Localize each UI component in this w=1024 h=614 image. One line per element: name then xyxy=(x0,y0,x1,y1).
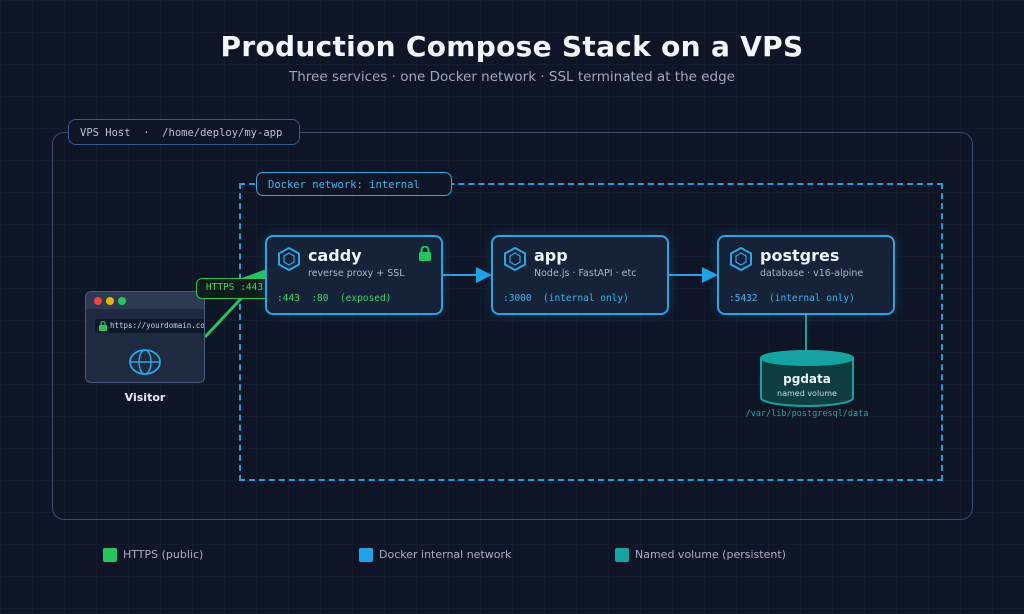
hexagon-icon xyxy=(504,247,526,271)
close-dot-icon xyxy=(94,297,102,305)
browser-title-bar xyxy=(86,292,204,309)
service-card-app: app Node.js · FastAPI · etc :3000 (inter… xyxy=(491,235,669,315)
volume-mount-path: /var/lib/postgresql/data xyxy=(745,409,869,419)
visitor-browser-window: https://yourdomain.com xyxy=(85,291,205,383)
docker-network-container xyxy=(239,183,943,481)
volume-subtitle: named volume xyxy=(777,389,837,398)
legend-swatch-https xyxy=(103,548,117,562)
service-card-caddy: caddy reverse proxy + SSL :443 :80 (expo… xyxy=(265,235,443,315)
browser-url: https://yourdomain.com xyxy=(110,321,205,330)
service-description: database · v16-alpine xyxy=(760,268,864,279)
service-name: postgres xyxy=(760,246,840,265)
legend-label-https: HTTPS (public) xyxy=(123,548,204,561)
database-cylinder-icon xyxy=(760,350,854,407)
page-title: Production Compose Stack on a VPS xyxy=(220,30,804,63)
service-ports: :3000 (internal only) xyxy=(503,293,629,304)
vps-host-container xyxy=(52,132,973,520)
service-name: app xyxy=(534,246,568,265)
service-ports: :443 :80 (exposed) xyxy=(277,293,392,304)
volume-name: pgdata xyxy=(783,372,831,386)
service-description: Node.js · FastAPI · etc xyxy=(534,268,637,279)
legend-label-network: Docker internal network xyxy=(379,548,512,561)
service-description: reverse proxy + SSL xyxy=(308,268,405,279)
service-card-postgres: postgres database · v16-alpine :5432 (in… xyxy=(717,235,895,315)
service-name: caddy xyxy=(308,246,362,265)
browser-address-bar: https://yourdomain.com xyxy=(95,319,205,333)
https-edge-label: HTTPS :443 xyxy=(196,278,273,299)
page-subtitle: Three services · one Docker network · SS… xyxy=(288,69,735,85)
maximize-dot-icon xyxy=(118,297,126,305)
lock-icon xyxy=(419,246,431,261)
lock-icon xyxy=(99,321,107,331)
service-ports: :5432 (internal only) xyxy=(729,293,855,304)
hexagon-icon xyxy=(278,247,300,271)
docker-network-label: Docker network: internal xyxy=(256,172,452,196)
minimize-dot-icon xyxy=(106,297,114,305)
vps-host-label: VPS Host · /home/deploy/my-app xyxy=(68,119,300,145)
legend-swatch-volume xyxy=(615,548,629,562)
hexagon-icon xyxy=(730,247,752,271)
globe-icon xyxy=(129,349,161,375)
visitor-label: Visitor xyxy=(124,391,166,404)
legend-label-volume: Named volume (persistent) xyxy=(635,548,786,561)
legend-swatch-network xyxy=(359,548,373,562)
